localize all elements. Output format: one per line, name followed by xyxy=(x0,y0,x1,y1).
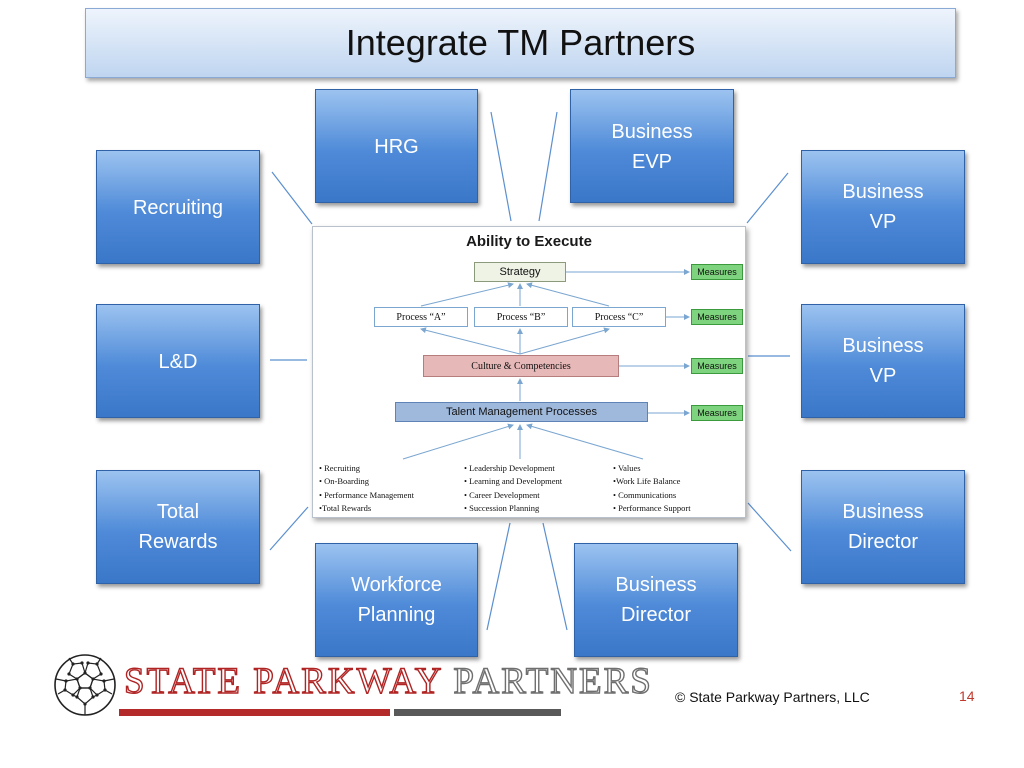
process-a-box: Process “A” xyxy=(374,307,468,327)
business-evp-node: Business EVP xyxy=(570,89,734,203)
company-logo-wordmark: STATE PARKWAY PARTNERS xyxy=(123,660,653,703)
measures-box-strategy: Measures xyxy=(691,264,743,280)
figure-arrows xyxy=(402,269,690,460)
buckyball-logo-icon xyxy=(54,654,116,716)
slide-title: Integrate TM Partners xyxy=(345,22,696,63)
ld-node: L&D xyxy=(96,304,260,418)
title-banner: Integrate TM Partners xyxy=(85,8,956,78)
bullet-item: • Career Development xyxy=(464,489,540,500)
measures-box-culture: Measures xyxy=(691,358,743,374)
bullet-column-2: • Leadership Development • Learning and … xyxy=(464,462,562,515)
business-director-right-node: Business Director xyxy=(801,470,965,584)
bullet-item: • Performance Support xyxy=(613,502,691,513)
business-vp-top-node: Business VP xyxy=(801,150,965,264)
bullet-item: •Work Life Balance xyxy=(613,476,681,487)
hrg-node: HRG xyxy=(315,89,478,203)
culture-competencies-box: Culture & Competencies xyxy=(423,355,619,377)
logo-underline-gray xyxy=(394,709,561,716)
page-number: 14 xyxy=(959,688,975,704)
bullet-column-3: • Values •Work Life Balance • Communicat… xyxy=(613,462,691,515)
business-director-bottom-node: Business Director xyxy=(574,543,738,657)
figure-title: Ability to Execute xyxy=(466,233,592,250)
measures-box-process: Measures xyxy=(691,309,743,325)
logo-underline-red xyxy=(119,709,390,716)
bullet-item: • Learning and Development xyxy=(464,476,563,487)
bullet-item: • Performance Management xyxy=(319,489,415,500)
strategy-box: Strategy xyxy=(474,262,566,282)
measures-box-talent: Measures xyxy=(691,405,743,421)
copyright-text: © State Parkway Partners, LLC xyxy=(675,689,870,705)
bullet-item: • Leadership Development xyxy=(464,463,555,473)
process-c-box: Process “C” xyxy=(572,307,666,327)
recruiting-node: Recruiting xyxy=(96,150,260,264)
ability-to-execute-figure: Ability to Execute Strategy Process “A” … xyxy=(312,226,746,518)
bullet-item: • Recruiting xyxy=(319,463,360,473)
logo-word-state-parkway: STATE PARKWAY xyxy=(123,660,443,702)
bullet-item: • Succession Planning xyxy=(464,502,540,513)
total-rewards-node: Total Rewards xyxy=(96,470,260,584)
bullet-item: • Values xyxy=(613,463,641,473)
process-b-box: Process “B” xyxy=(474,307,568,327)
logo-word-partners: PARTNERS xyxy=(453,660,653,702)
business-vp-mid-node: Business VP xyxy=(801,304,965,418)
workforce-planning-node: Workforce Planning xyxy=(315,543,478,657)
bullet-item: •Total Rewards xyxy=(319,502,372,513)
bullet-item: • On-Boarding xyxy=(319,476,369,487)
bullet-item: • Communications xyxy=(613,489,677,500)
bullet-column-1: • Recruiting • On-Boarding • Performance… xyxy=(319,462,414,515)
talent-management-box: Talent Management Processes xyxy=(395,402,648,422)
